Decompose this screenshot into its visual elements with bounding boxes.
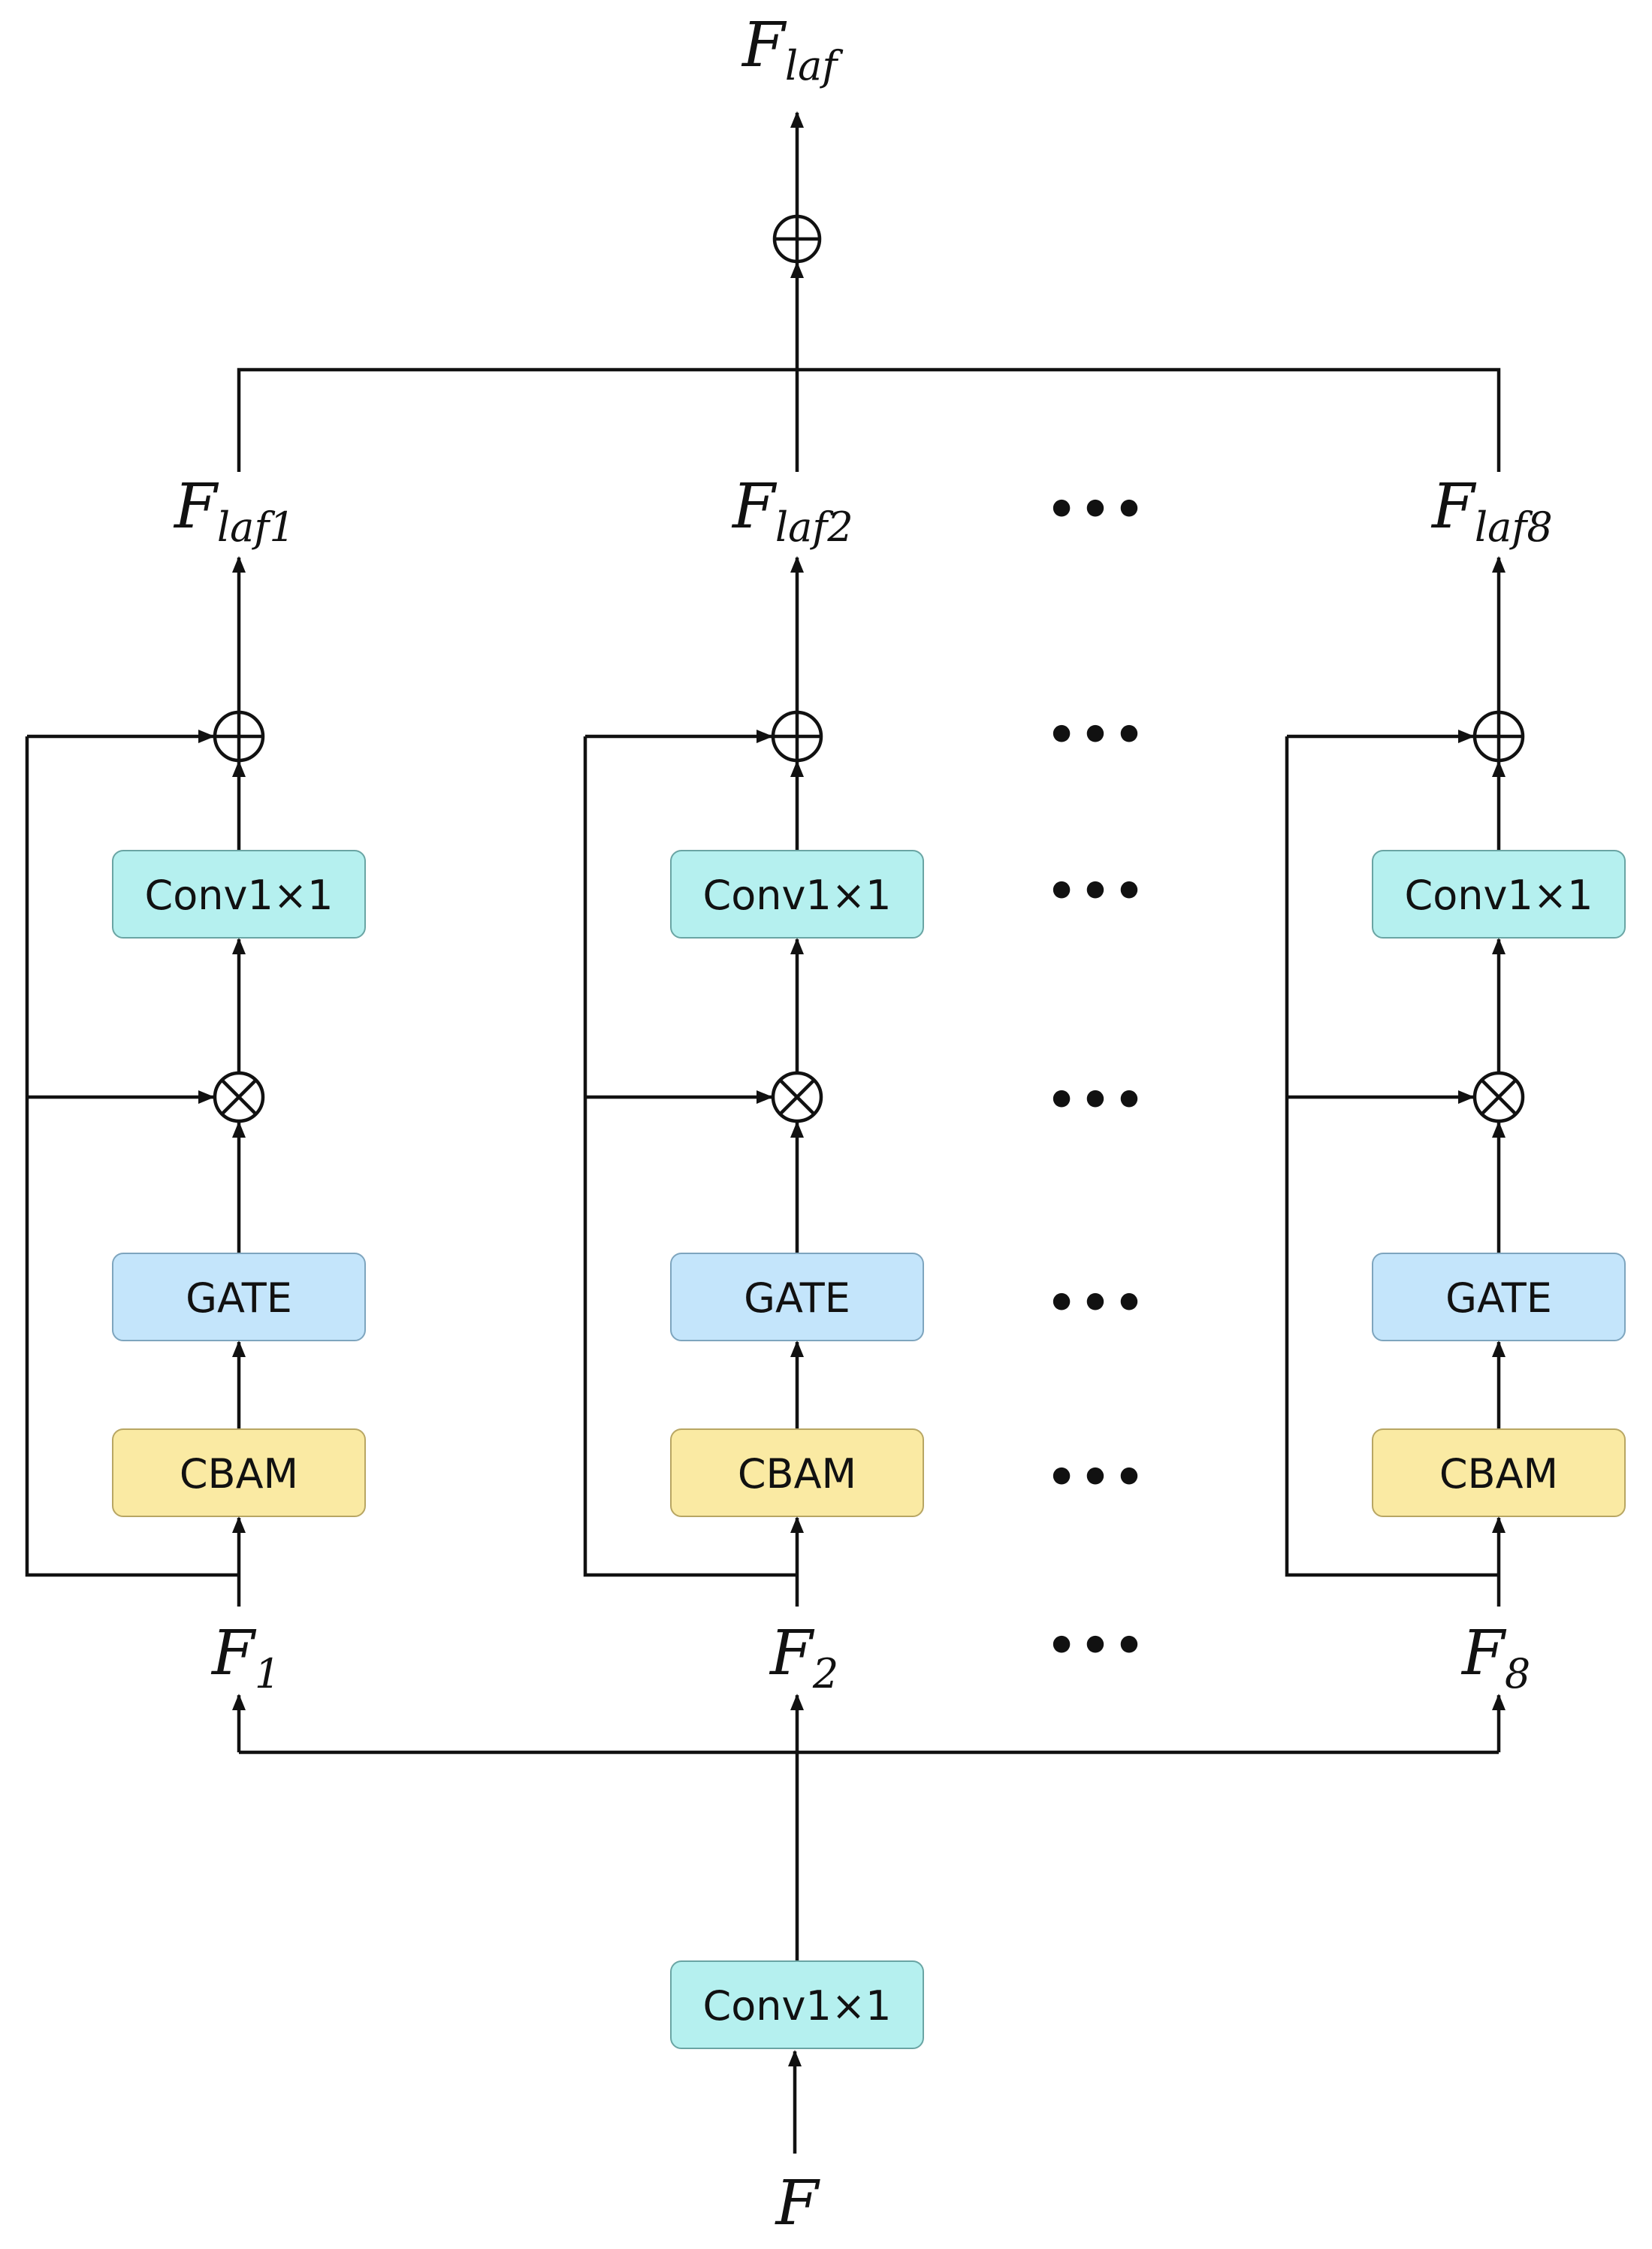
input-feature-label: F	[775, 2168, 821, 2239]
ellipsis-column: ••• ••• ••• ••• ••• ••• •••	[1046, 482, 1148, 1674]
skip-connection-line	[1285, 736, 1499, 1577]
gate-block: GATE	[112, 1253, 366, 1341]
multiply-icon	[1472, 1071, 1525, 1123]
conv1x1-label: Conv1×1	[1405, 872, 1593, 919]
conv1x1-label: Conv1×1	[703, 872, 892, 919]
cbam-label: CBAM	[180, 1450, 298, 1498]
ellipsis-mul: •••	[1046, 1073, 1148, 1129]
ellipsis-conv: •••	[1046, 864, 1148, 920]
gate-block: GATE	[1372, 1253, 1626, 1341]
ellipsis-add: •••	[1046, 708, 1148, 763]
cbam-block: CBAM	[1372, 1428, 1626, 1517]
branch-2: Flaf2 Conv1×1 GATE CBAM	[583, 471, 924, 1697]
input-conv1x1-block: Conv1×1	[670, 1960, 924, 2049]
branch-input-label: F1	[210, 1618, 280, 1697]
residual-add-icon	[213, 710, 265, 763]
final-output-label: Flaf	[741, 10, 843, 89]
top-aggregation: Flaf	[237, 10, 1501, 472]
conv1x1-block: Conv1×1	[112, 850, 366, 939]
gate-label: GATE	[1445, 1274, 1552, 1322]
residual-add-icon	[1472, 710, 1525, 763]
input-split: Conv1×1 F	[232, 1694, 1506, 2239]
branch-8: Flaf8 Conv1×1 GATE CBAM	[1285, 471, 1626, 1697]
gate-block: GATE	[670, 1253, 924, 1341]
conv1x1-block: Conv1×1	[670, 850, 924, 939]
ellipsis-input: •••	[1046, 1619, 1148, 1674]
branch-output-label: Flaf2	[731, 471, 853, 551]
conv1x1-label: Conv1×1	[145, 872, 334, 919]
multiply-icon	[213, 1071, 265, 1123]
output-bus-line	[237, 367, 1501, 472]
final-add-icon	[772, 214, 822, 264]
branch-output-label: Flaf1	[173, 471, 295, 551]
multiply-icon	[771, 1071, 823, 1123]
cbam-block: CBAM	[670, 1428, 924, 1517]
residual-add-icon	[771, 710, 823, 763]
ellipsis-cbam: •••	[1046, 1450, 1148, 1506]
gate-label: GATE	[186, 1274, 292, 1322]
input-conv1x1-label: Conv1×1	[703, 1982, 892, 2030]
gate-label: GATE	[744, 1274, 850, 1322]
branch-input-label: F8	[1460, 1618, 1530, 1697]
skip-connection-line	[583, 736, 797, 1577]
ellipsis-output: •••	[1046, 482, 1148, 538]
cbam-label: CBAM	[738, 1450, 856, 1498]
branch-input-label: F2	[769, 1618, 838, 1697]
ellipsis-gate: •••	[1046, 1276, 1148, 1332]
conv1x1-block: Conv1×1	[1372, 850, 1626, 939]
branch-1: Flaf1 Conv1×1 GATE CBAM	[25, 471, 366, 1697]
cbam-block: CBAM	[112, 1428, 366, 1517]
skip-connection-line	[25, 736, 239, 1577]
cbam-label: CBAM	[1439, 1450, 1558, 1498]
branch-output-label: Flaf8	[1430, 471, 1553, 551]
